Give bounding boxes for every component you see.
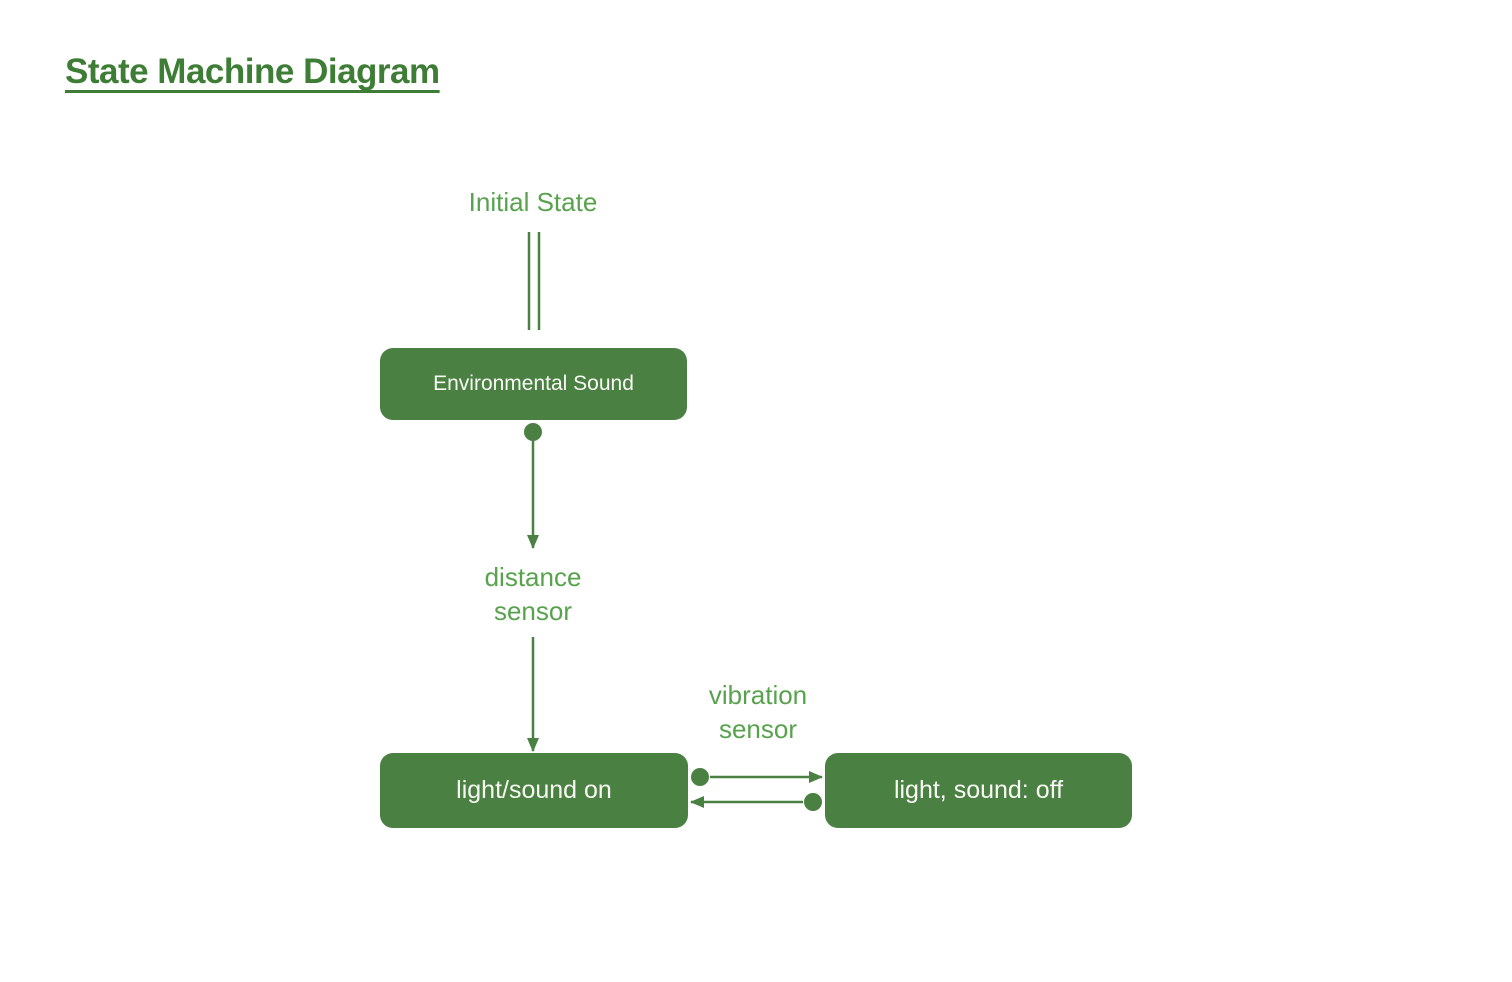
state-node-environmental-sound: Environmental Sound <box>380 348 687 420</box>
edge-return-source-dot <box>804 793 822 811</box>
state-node-label: light/sound on <box>456 776 612 804</box>
edge-distance-source-dot <box>524 423 542 441</box>
state-node-label: Environmental Sound <box>433 372 634 395</box>
initial-state-label: Initial State <box>468 187 598 217</box>
state-node-light-sound-on: light/sound on <box>380 753 688 828</box>
edge-vibration-source-dot <box>691 768 709 786</box>
page-title: State Machine Diagram <box>65 52 440 91</box>
edge-label-distance-sensor: distance sensor <box>484 562 582 626</box>
state-node-label: light, sound: off <box>893 776 1064 804</box>
state-node-light-sound-off: light, sound: off <box>825 753 1132 828</box>
edge-label-vibration-sensor: vibration sensor <box>708 680 808 744</box>
